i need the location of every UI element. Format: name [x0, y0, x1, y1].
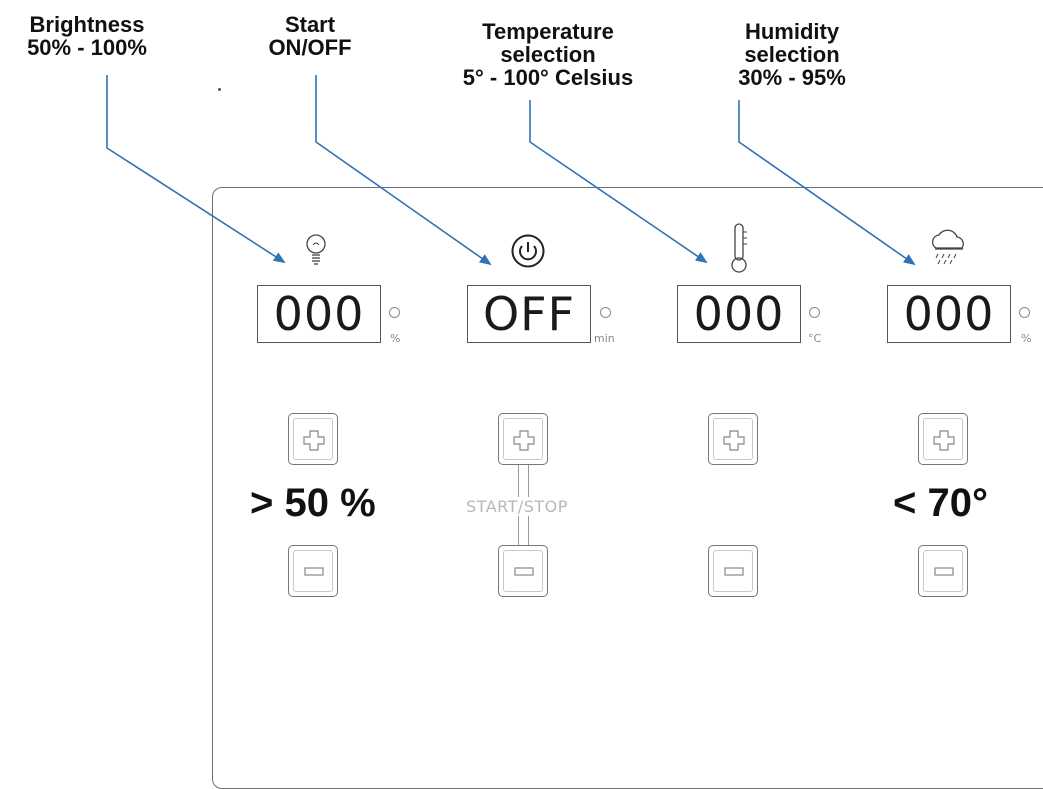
plus-icon — [933, 430, 955, 451]
minus-icon — [304, 567, 324, 576]
start-stop-label: START/STOP — [466, 497, 568, 516]
minus-icon — [514, 567, 534, 576]
humidity-plus-button[interactable] — [918, 413, 968, 465]
callout-humidity: Humidity selection 30% - 95% — [712, 20, 872, 89]
humidity-minus-button[interactable] — [918, 545, 968, 597]
timer-unit: min — [594, 332, 615, 345]
callout-start-range: ON/OFF — [268, 35, 352, 60]
callout-brightness-title: Brightness — [29, 12, 145, 37]
callout-temperature-line1: Temperature — [482, 19, 614, 44]
humidity-display: 000 — [887, 285, 1011, 343]
temperature-display: 000 — [677, 285, 801, 343]
brightness-plus-button[interactable] — [288, 413, 338, 465]
minus-icon — [934, 567, 954, 576]
callout-brightness: Brightness 50% - 100% — [8, 13, 166, 59]
callout-start-title: Start — [284, 12, 336, 37]
brightness-threshold-note: > 50 % — [250, 481, 376, 525]
humidity-unit: % — [1021, 332, 1032, 345]
rain-cloud-icon — [931, 229, 964, 265]
timer-display: OFF — [467, 285, 591, 343]
thermometer-icon — [731, 223, 747, 273]
timer-minus-button[interactable] — [498, 545, 548, 597]
temperature-unit: °C — [808, 332, 822, 345]
timer-indicator-led — [600, 307, 611, 318]
minus-icon — [724, 567, 744, 576]
brightness-indicator-led — [389, 307, 400, 318]
plus-icon — [513, 430, 535, 451]
temperature-minus-button[interactable] — [708, 545, 758, 597]
light-bulb-icon — [306, 234, 326, 265]
temperature-plus-button[interactable] — [708, 413, 758, 465]
humidity-indicator-led — [1019, 307, 1030, 318]
callout-humidity-range: 30% - 95% — [738, 65, 846, 90]
callout-brightness-range: 50% - 100% — [27, 35, 147, 60]
brightness-minus-button[interactable] — [288, 545, 338, 597]
callout-temperature: Temperature selection 5° - 100° Celsius — [432, 20, 664, 89]
callout-humidity-line2: selection — [744, 42, 840, 67]
humidity-threshold-note: < 70° — [893, 481, 988, 525]
plus-icon — [303, 430, 325, 451]
power-icon — [511, 234, 545, 268]
plus-icon — [723, 430, 745, 451]
callout-start: Start ON/OFF — [250, 13, 370, 59]
temperature-indicator-led — [809, 307, 820, 318]
brightness-display: 000 — [257, 285, 381, 343]
brightness-unit: % — [390, 332, 401, 345]
timer-plus-button[interactable] — [498, 413, 548, 465]
callout-temperature-range: 5° - 100° Celsius — [462, 65, 634, 90]
callout-temperature-line2: selection — [500, 42, 596, 67]
stray-dot — [218, 88, 221, 91]
callout-humidity-line1: Humidity — [744, 19, 840, 44]
